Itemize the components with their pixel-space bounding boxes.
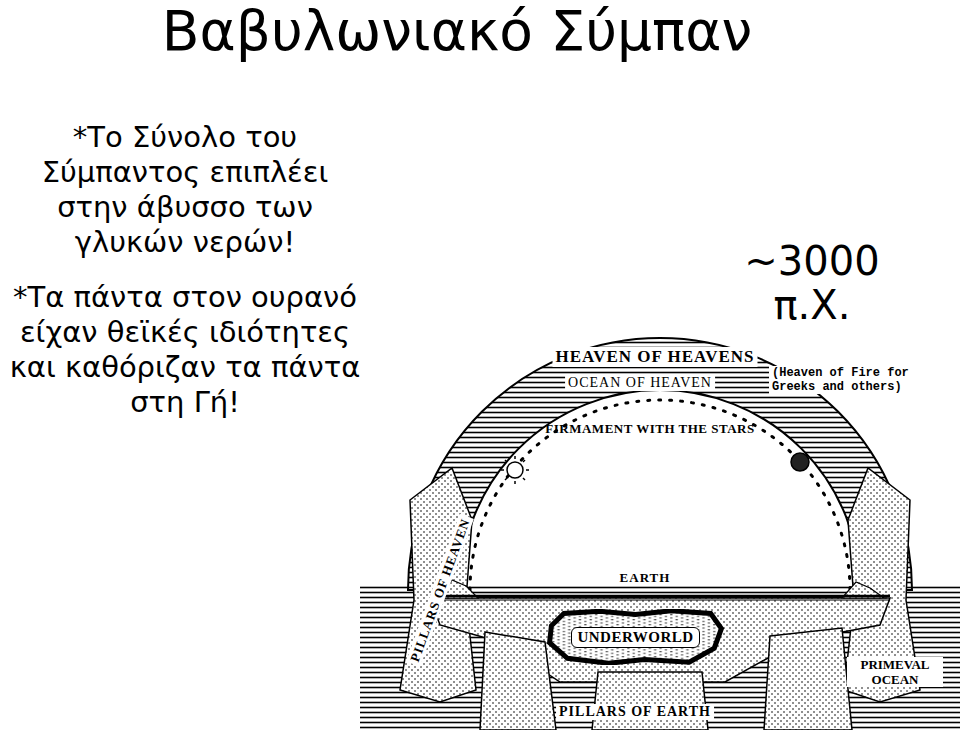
pillar-of-earth <box>480 632 556 730</box>
region-label: HEAVEN OF HEAVENS <box>552 347 757 367</box>
annotation: (Heaven of Fire for Greeks and others) <box>769 366 925 394</box>
bullet-note: *Το Σύνολο του Σύμπαντος επιπλέει στην ά… <box>2 120 368 260</box>
region-label: OCEAN OF HEAVEN <box>565 375 715 391</box>
bullet-note: *Τα πάντα στον ουρανό είχαν θεϊκές ιδιότ… <box>2 280 368 420</box>
region-label: PRIMEVAL OCEAN <box>847 657 943 687</box>
region-label: PILLARS OF EARTH <box>556 704 714 720</box>
earth-surface <box>430 595 890 598</box>
moon-symbol <box>791 453 809 471</box>
pillar-of-earth <box>592 672 708 730</box>
page-title: Βαβυλωνιακό Σύμπαν <box>162 0 752 62</box>
pillar-of-earth <box>764 628 852 730</box>
region-label: EARTH <box>617 570 674 585</box>
firmament-arc <box>470 400 850 590</box>
earth-surface <box>430 599 890 600</box>
sun-symbol <box>501 456 529 484</box>
region-label: FIRMAMENT WITH THE STARS <box>545 421 754 436</box>
underworld-region: UNDERWORLD <box>546 609 725 665</box>
date-note: ~3000 π.Χ. <box>722 239 902 327</box>
node-text: UNDERWORLD <box>571 627 699 648</box>
